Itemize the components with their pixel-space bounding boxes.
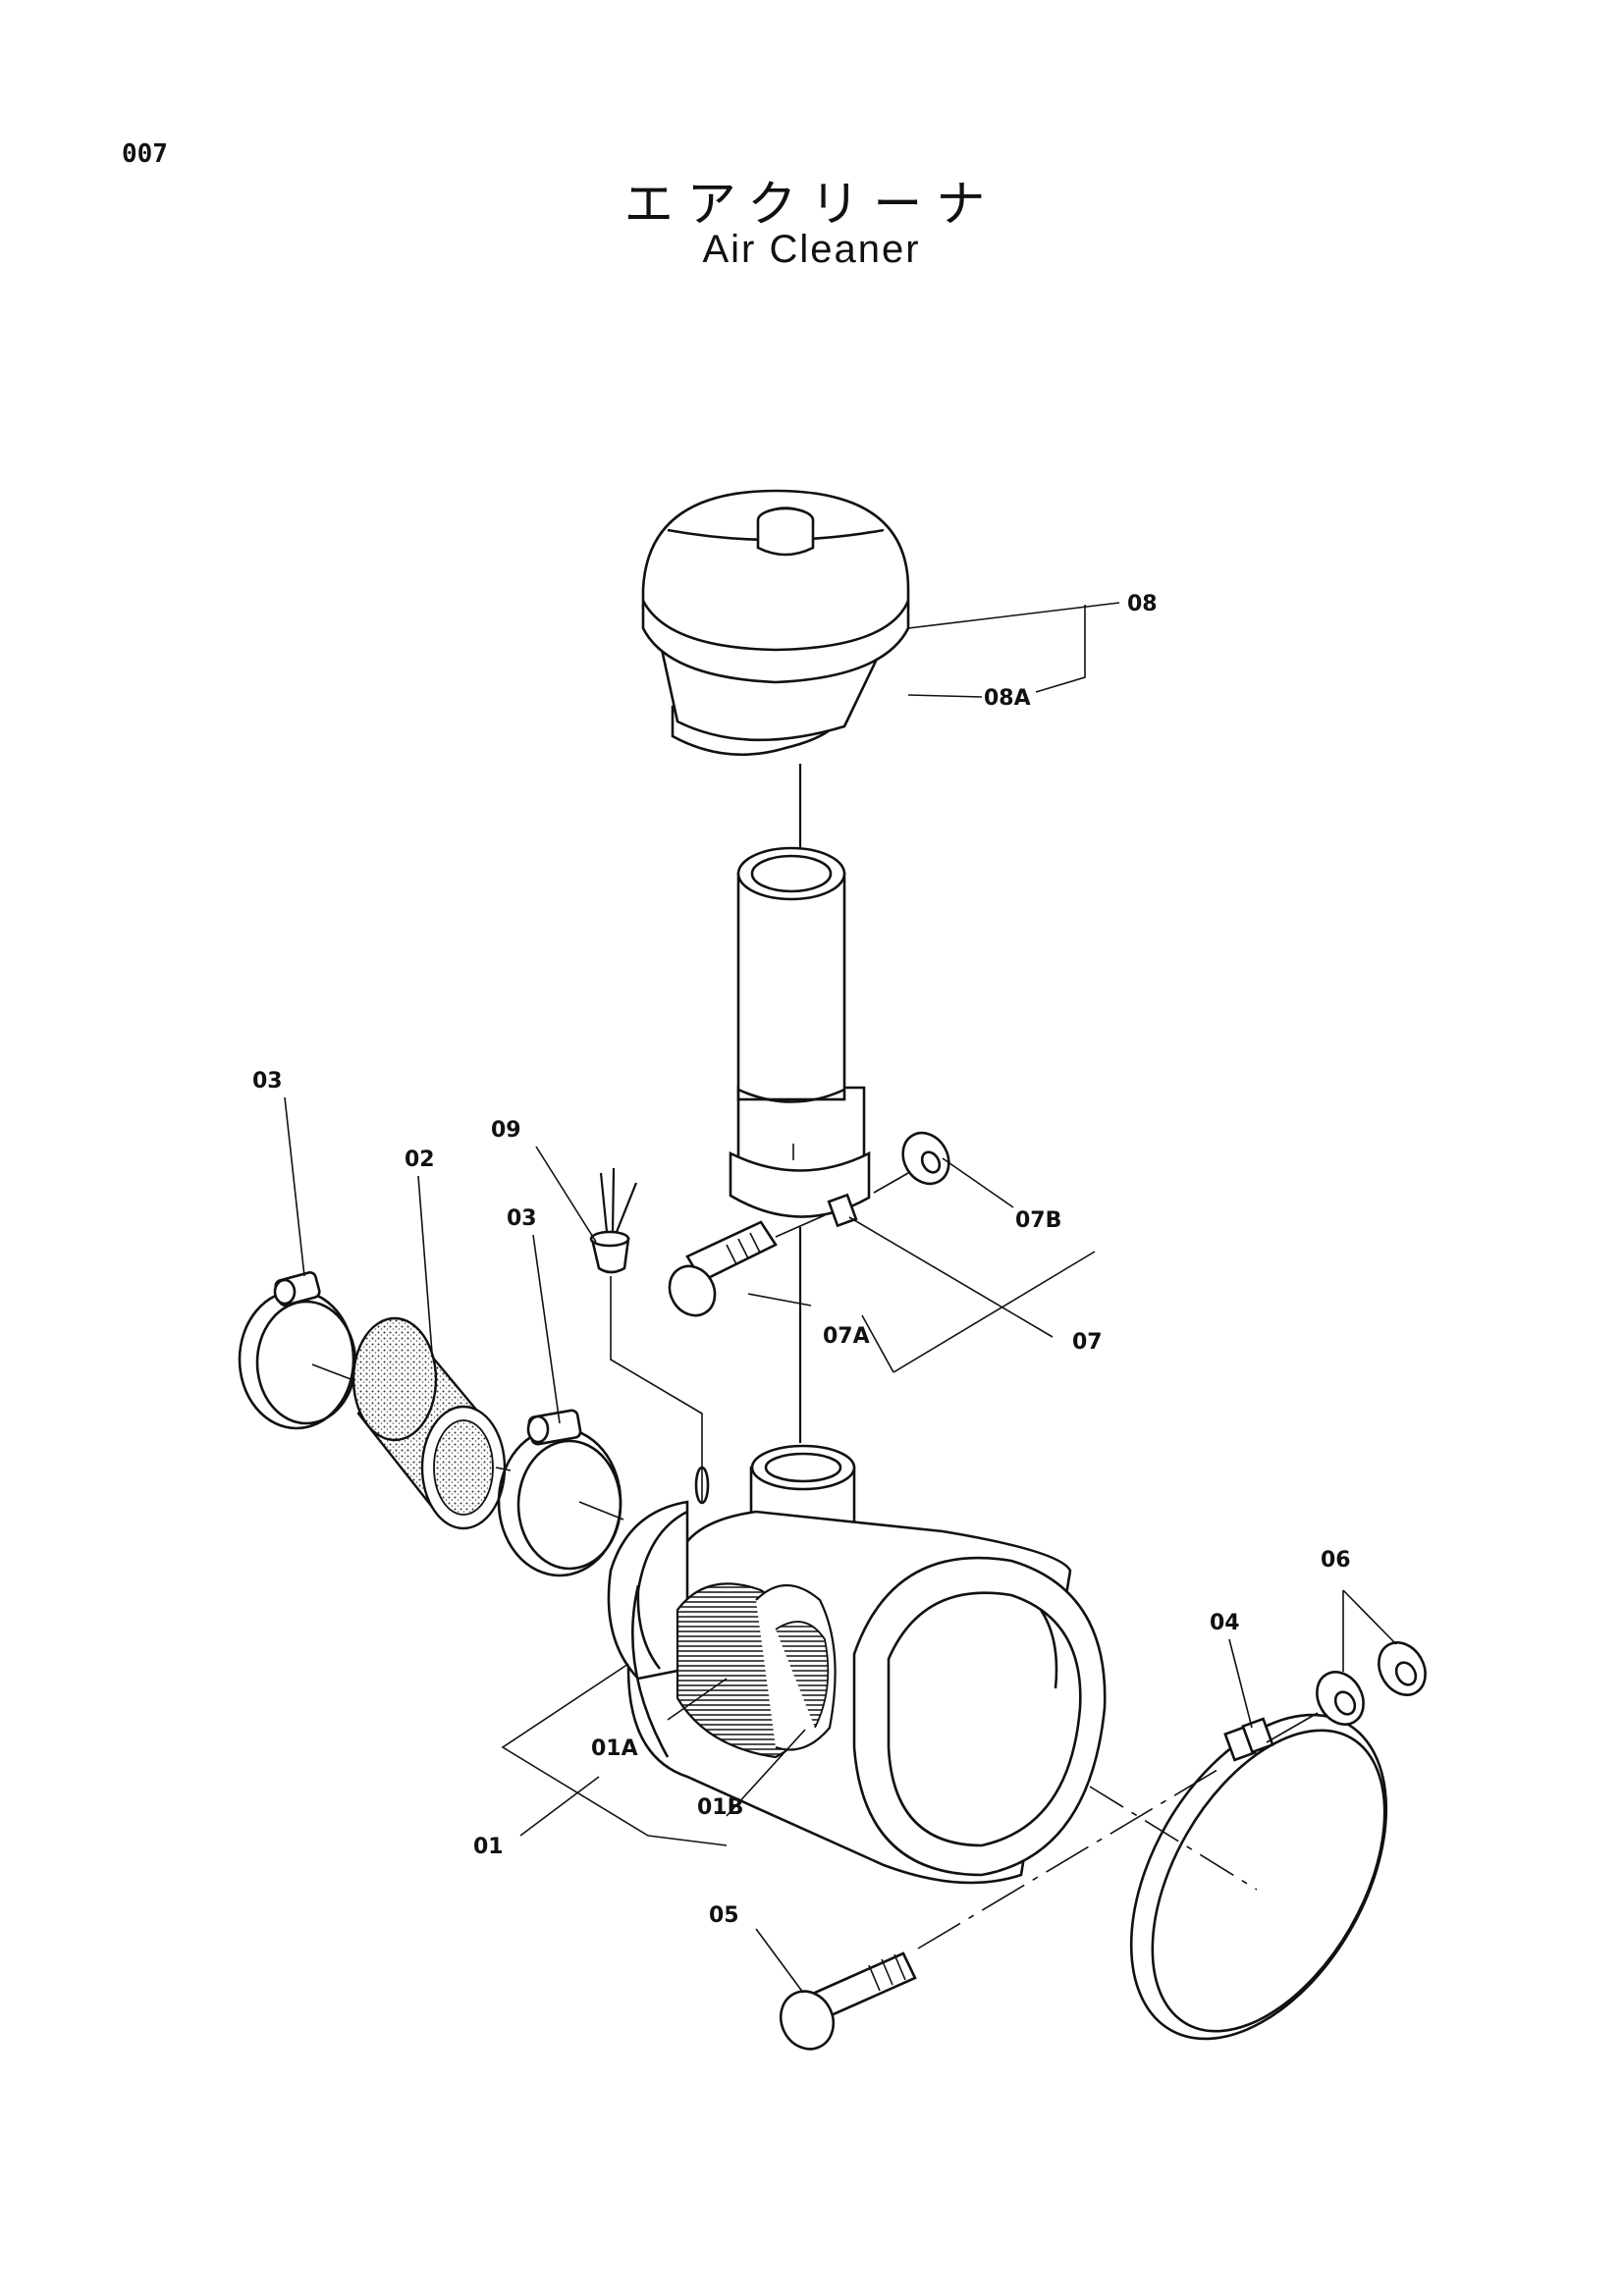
callout-labels: 08 08A 03 02 09 03 07B 07A 07 06 04 01A … (252, 592, 1351, 1928)
nut-07b (901, 1131, 950, 1186)
callout-03-left: 03 (252, 1069, 283, 1094)
title-english: Air Cleaner (702, 228, 921, 271)
callout-08: 08 (1127, 592, 1158, 616)
callout-01A: 01A (591, 1736, 638, 1761)
indicator-plug-09 (589, 1167, 638, 1274)
callout-04: 04 (1210, 1611, 1240, 1635)
axis-line (578, 1501, 624, 1521)
air-cleaner-body (607, 1444, 1107, 1885)
axis-line (917, 1766, 1223, 1949)
axis-line (1089, 1786, 1258, 1891)
axis-line (311, 1363, 359, 1383)
leader-line (873, 1172, 909, 1194)
hose-clamp-left (238, 1271, 357, 1430)
callout-05: 05 (709, 1903, 739, 1928)
callout-07: 07 (1072, 1330, 1103, 1355)
nuts-06 (1316, 1641, 1427, 1726)
callout-03-right: 03 (507, 1206, 537, 1231)
callout-06: 06 (1321, 1548, 1351, 1573)
callout-07A: 07A (823, 1324, 870, 1349)
callout-09: 09 (491, 1118, 521, 1143)
leader-line (610, 1276, 703, 1472)
title-japanese: エアクリーナ (623, 176, 1000, 233)
band-04 (1129, 1713, 1388, 2041)
leader-line (775, 1214, 826, 1238)
inner-tube (729, 846, 871, 1228)
callout-01: 01 (473, 1835, 504, 1859)
bolt-07a (668, 1220, 778, 1317)
bolt-05 (779, 1951, 917, 2051)
callout-leaders (284, 602, 1397, 1994)
sleeve-02 (352, 1316, 507, 1530)
axis-line (495, 1467, 512, 1471)
page-number: 007 (122, 139, 168, 169)
axis-line (1266, 1712, 1319, 1743)
callout-02: 02 (405, 1148, 435, 1172)
hose-clamp-right (497, 1409, 622, 1577)
callout-07B: 07B (1015, 1208, 1061, 1233)
callout-08A: 08A (984, 686, 1031, 711)
callout-01B: 01B (697, 1795, 743, 1820)
pre-cleaner-cap (641, 489, 910, 756)
